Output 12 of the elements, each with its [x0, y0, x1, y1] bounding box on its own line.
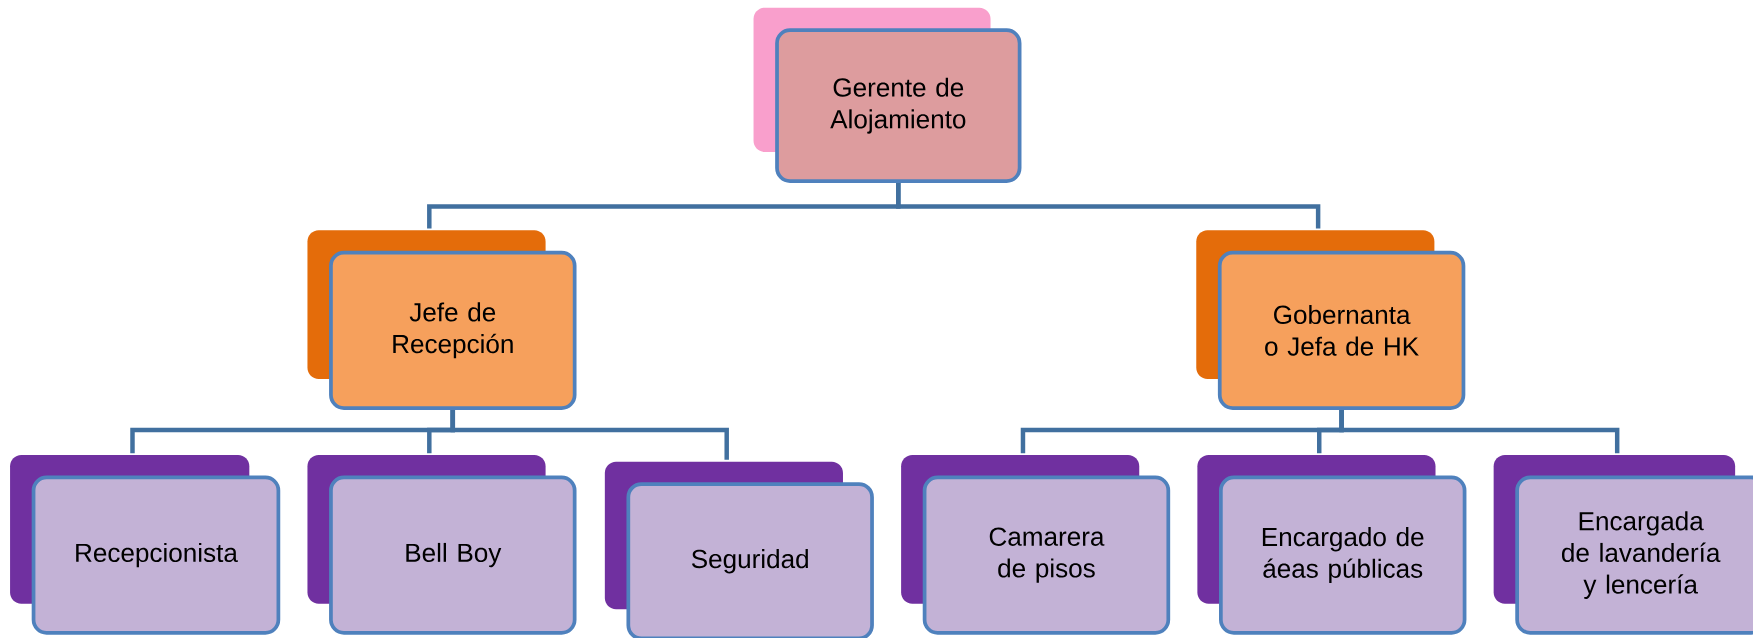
org-box: Seguridad	[604, 461, 874, 638]
org-box: Bell Boy	[307, 454, 577, 635]
org-box: Gobernanta o Jefa de HK	[1196, 230, 1466, 410]
connector	[1339, 409, 1620, 453]
org-box: Encargado de áeas públicas	[1197, 454, 1467, 635]
connector	[450, 409, 729, 460]
org-box: Jefe de Recepción	[307, 230, 577, 410]
connector	[896, 182, 1321, 229]
org-box: Camarera de pisos	[901, 454, 1171, 635]
org-box: Gerente de Alojamiento	[753, 7, 1022, 183]
org-box: Recepcionista	[10, 454, 281, 635]
org-box: Encargada de lavandería y lencería	[1493, 454, 1753, 635]
